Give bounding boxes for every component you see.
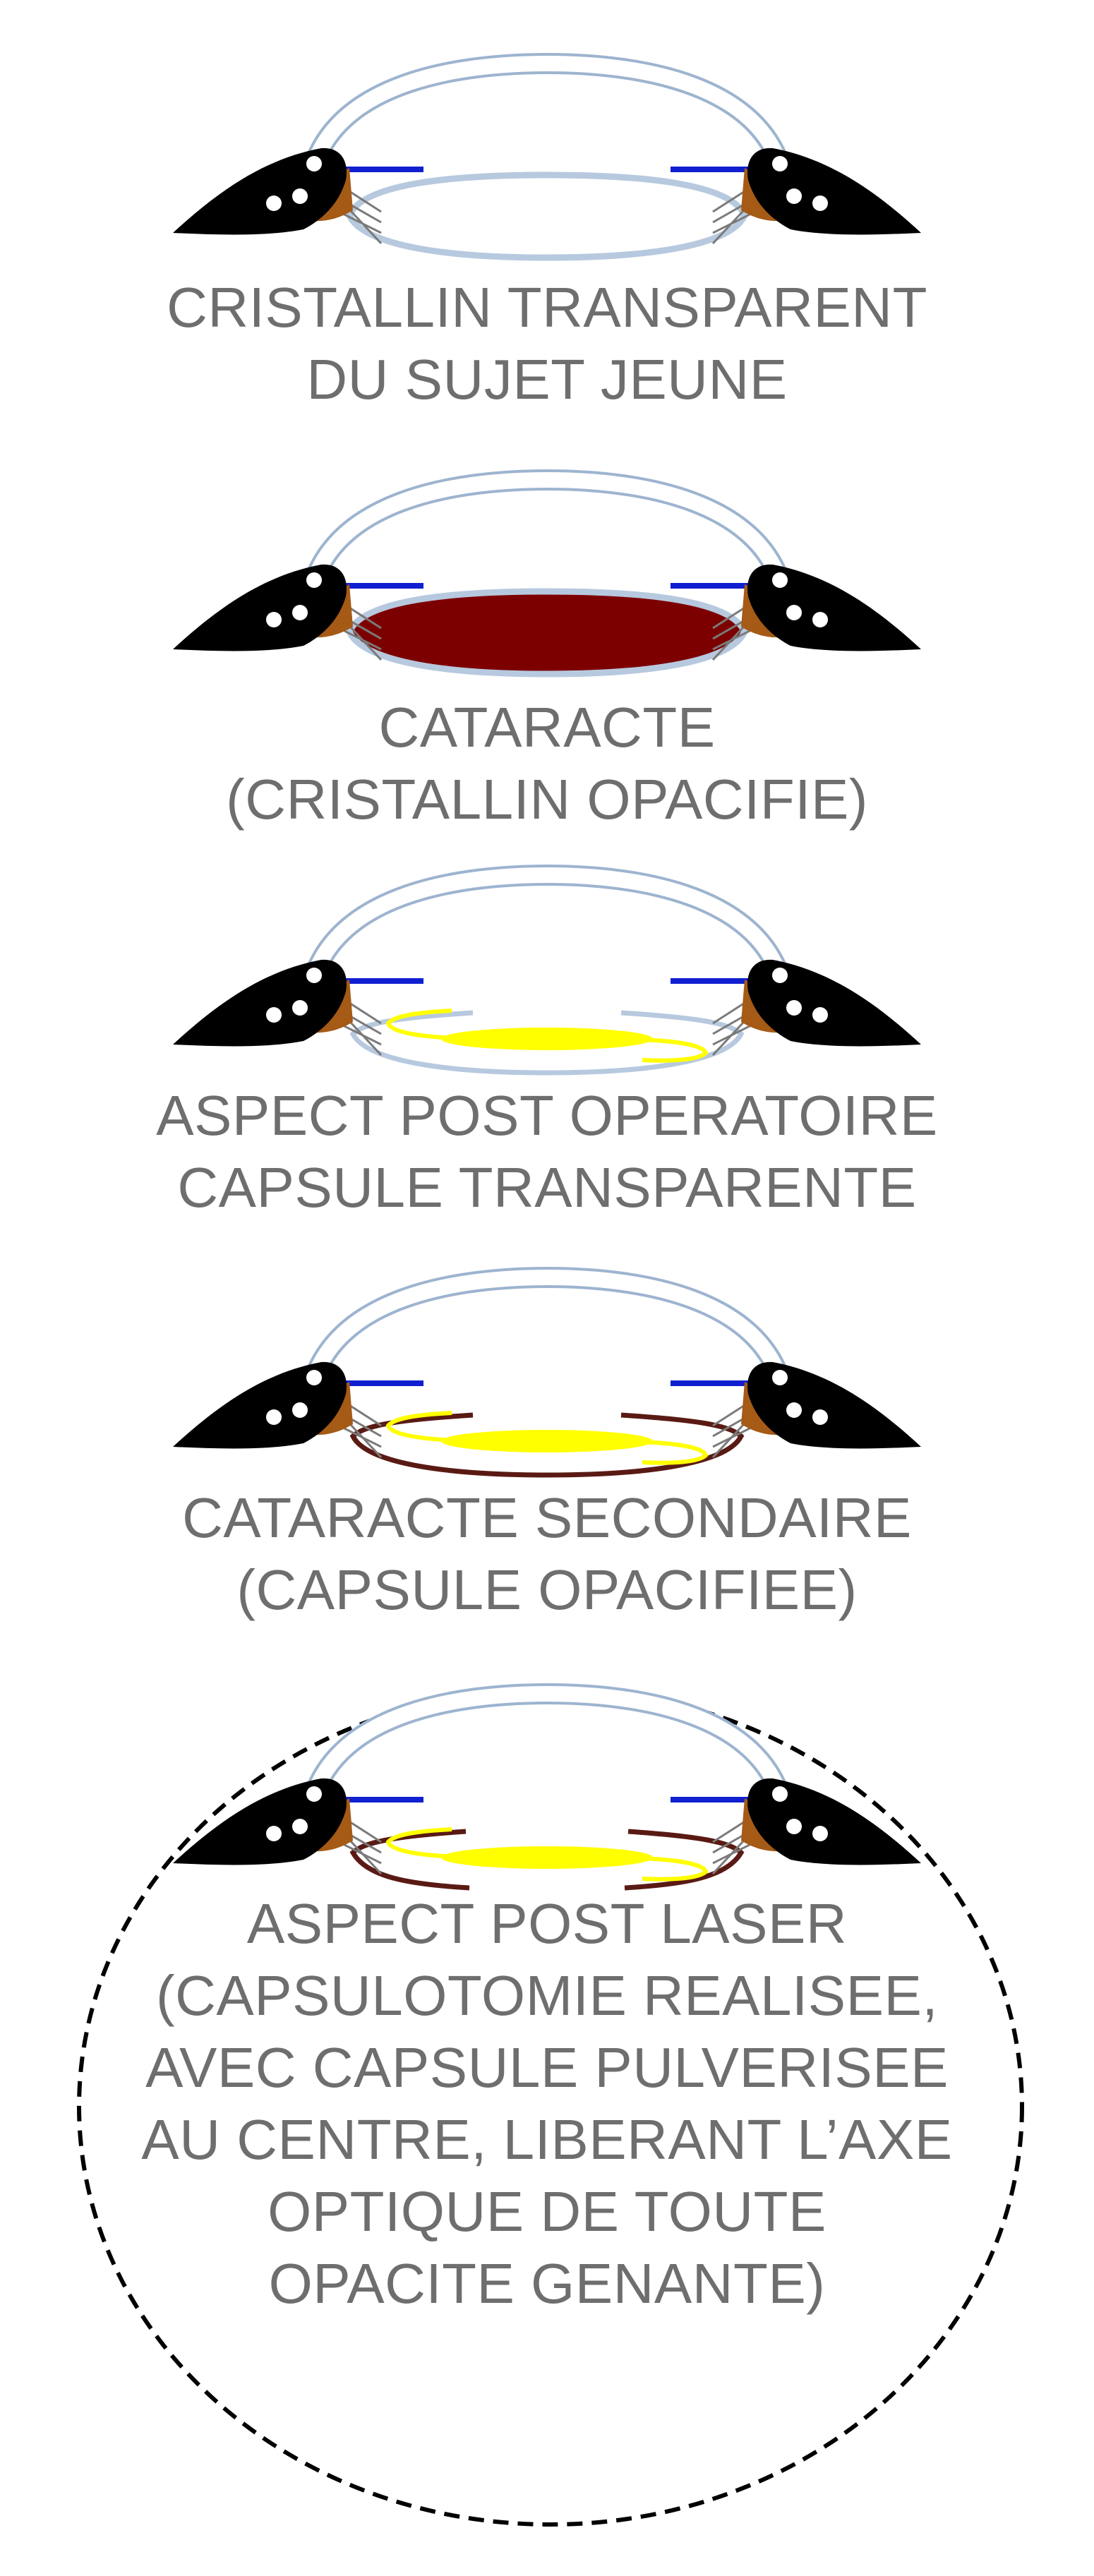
iris-wedge-right xyxy=(747,148,921,235)
caption-line: CATARACTE SECONDAIRE xyxy=(182,1486,912,1549)
iris-wedge-right xyxy=(747,959,921,1047)
caption-line: CATARACTE xyxy=(378,696,716,759)
eye-diagram-1 xyxy=(173,52,921,261)
caption-line: AU CENTRE, LIBERANT L’AXE xyxy=(141,2108,953,2171)
cornea-outline xyxy=(300,1683,794,1817)
capsule-bag xyxy=(349,1412,745,1478)
iris-dot xyxy=(812,195,828,211)
lens-opaque xyxy=(346,588,748,678)
eye-diagram-4 xyxy=(173,1266,921,1478)
stage-cristallin-transparent xyxy=(0,42,1094,275)
iris-dot xyxy=(772,1786,788,1802)
iris-dot xyxy=(266,612,282,627)
stage-cataracte xyxy=(0,459,1094,692)
cornea xyxy=(303,1269,791,1398)
caption-cataracte-secondaire: CATARACTE SECONDAIRE (CAPSULE OPACIFIEE) xyxy=(0,1482,1094,1626)
iris-dot xyxy=(266,1826,282,1841)
iris-dot xyxy=(306,572,322,588)
iris-wedge-right xyxy=(747,1778,921,1865)
iris-dot xyxy=(266,1007,282,1023)
capsule-bag xyxy=(349,1010,745,1076)
iris-dot xyxy=(266,1409,282,1425)
capsule-left-remnant xyxy=(349,1829,470,1891)
iris-dot xyxy=(292,1819,308,1834)
cornea xyxy=(303,867,791,996)
iris-dot xyxy=(786,1000,802,1016)
iris-wedge-right xyxy=(747,1361,921,1449)
caption-cataracte: CATARACTE (CRISTALLIN OPACIFIE) xyxy=(0,692,1094,836)
stage-post-operatoire xyxy=(0,854,1094,1087)
caption-line: CRISTALLIN TRANSPARENT xyxy=(167,276,927,339)
iris-wedge-left xyxy=(173,959,347,1047)
iris-dot xyxy=(292,188,308,204)
caption-post-operatoire: ASPECT POST OPERATOIRE CAPSULE TRANSPARE… xyxy=(0,1080,1094,1224)
iris-wedge-left xyxy=(173,1361,347,1449)
cornea xyxy=(303,1685,791,1814)
stage-cataracte-secondaire xyxy=(0,1256,1094,1489)
iris-dot xyxy=(786,605,802,620)
iris-dot xyxy=(786,188,802,204)
iris-dot xyxy=(306,1786,322,1802)
lens-transparent xyxy=(346,171,748,261)
iris-wedge-right xyxy=(747,564,921,651)
iris-dot xyxy=(812,612,828,627)
capsule-right-remnant xyxy=(624,1829,745,1891)
iris-dot xyxy=(812,1409,828,1425)
iris-dot xyxy=(772,156,788,171)
caption-line: OPTIQUE DE TOUTE xyxy=(268,2180,826,2243)
iris-dot xyxy=(812,1826,828,1841)
eye-diagram-2 xyxy=(173,469,921,678)
caption-line: (CAPSULE OPACIFIEE) xyxy=(236,1558,858,1621)
implant-optic xyxy=(441,1028,653,1050)
caption-line: DU SUJET JEUNE xyxy=(306,348,788,411)
implant-optic xyxy=(441,1430,653,1452)
iris-dot xyxy=(772,968,788,983)
caption-line: (CAPSULOTOMIE REALISEE, xyxy=(155,1964,939,2027)
caption-line: ASPECT POST OPERATOIRE xyxy=(156,1084,938,1147)
iris-wedge-left xyxy=(173,564,347,651)
cornea xyxy=(303,55,791,184)
caption-line: ASPECT POST LASER xyxy=(246,1892,848,1955)
caption-cristallin-transparent: CRISTALLIN TRANSPARENT DU SUJET JEUNE xyxy=(0,272,1094,416)
iris-wedge-left xyxy=(173,148,347,235)
iris-dot xyxy=(772,1370,788,1385)
implant-optic xyxy=(441,1846,653,1869)
iris-dot xyxy=(786,1819,802,1834)
iris-dot xyxy=(306,156,322,171)
eye-diagram-3 xyxy=(173,864,921,1076)
caption-line: OPACITE GENANTE) xyxy=(268,2252,826,2315)
caption-post-laser: ASPECT POST LASER (CAPSULOTOMIE REALISEE… xyxy=(0,1888,1094,2320)
stage-post-laser xyxy=(0,1673,1094,1906)
iris-dot xyxy=(772,572,788,588)
iris-dot xyxy=(786,1402,802,1418)
caption-line: (CRISTALLIN OPACIFIE) xyxy=(226,768,868,831)
iris-dot xyxy=(266,195,282,211)
iris-dot xyxy=(292,1000,308,1016)
iris-dot xyxy=(306,968,322,983)
iris-wedge-left xyxy=(173,1778,347,1865)
caption-line: AVEC CAPSULE PULVERISEE xyxy=(145,2036,949,2099)
iris-dot xyxy=(292,605,308,620)
iris-dot xyxy=(812,1007,828,1023)
iris-dot xyxy=(292,1402,308,1418)
caption-line: CAPSULE TRANSPARENTE xyxy=(177,1156,917,1219)
eye-diagram-5 xyxy=(173,1683,921,1891)
cornea xyxy=(303,471,791,601)
iris-dot xyxy=(306,1370,322,1385)
